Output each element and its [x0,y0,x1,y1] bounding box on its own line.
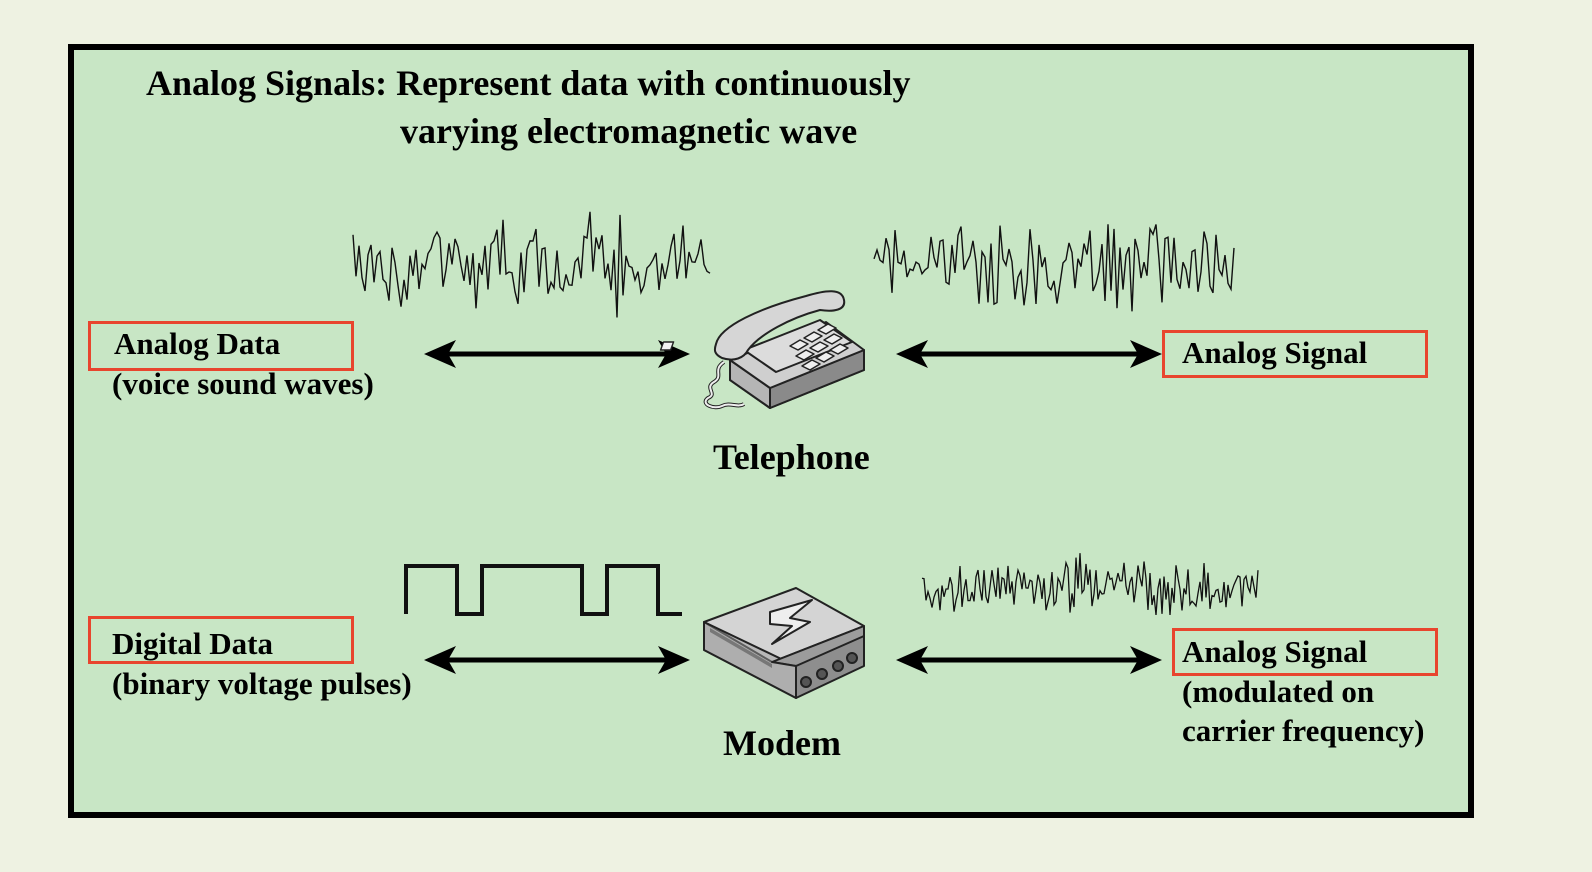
analog-data-highlight-box [88,321,354,371]
telephone-label: Telephone [713,437,870,477]
double-arrow-right-bottom [896,646,1162,674]
voice-wave [352,211,711,318]
analog-data-label: Analog Data [114,326,281,361]
double-arrow-left-top [424,340,690,368]
modulated-signal-wave [921,553,1259,615]
analog-signal-highlight-box-bottom [1172,628,1438,676]
diagram-title-line2: varying electromagnetic wave [400,111,858,151]
analog-signal-label-top: Analog Signal [1182,335,1368,370]
modulated-sublabel-line2: carrier frequency) [1182,713,1425,748]
modem-icon [703,587,865,699]
analog-data-sublabel: (voice sound waves) [112,366,374,401]
digital-data-label: Digital Data [112,626,274,661]
diagram-title-line1: Analog Signals: Represent data with cont… [146,63,911,103]
binary-pulse-wave [404,564,682,616]
double-arrow-left-bottom [424,646,690,674]
modulated-sublabel-line1: (modulated on [1182,674,1375,709]
analog-signal-label-bottom: Analog Signal [1182,634,1368,669]
analog-signal-wave [873,224,1235,312]
double-arrow-right-top [896,340,1162,368]
analog-signal-highlight-box-top [1162,330,1428,378]
telephone-icon [659,290,865,410]
modem-label: Modem [723,723,841,763]
diagram-panel [68,44,1474,818]
digital-data-highlight-box [88,616,354,664]
digital-data-sublabel: (binary voltage pulses) [112,666,412,701]
